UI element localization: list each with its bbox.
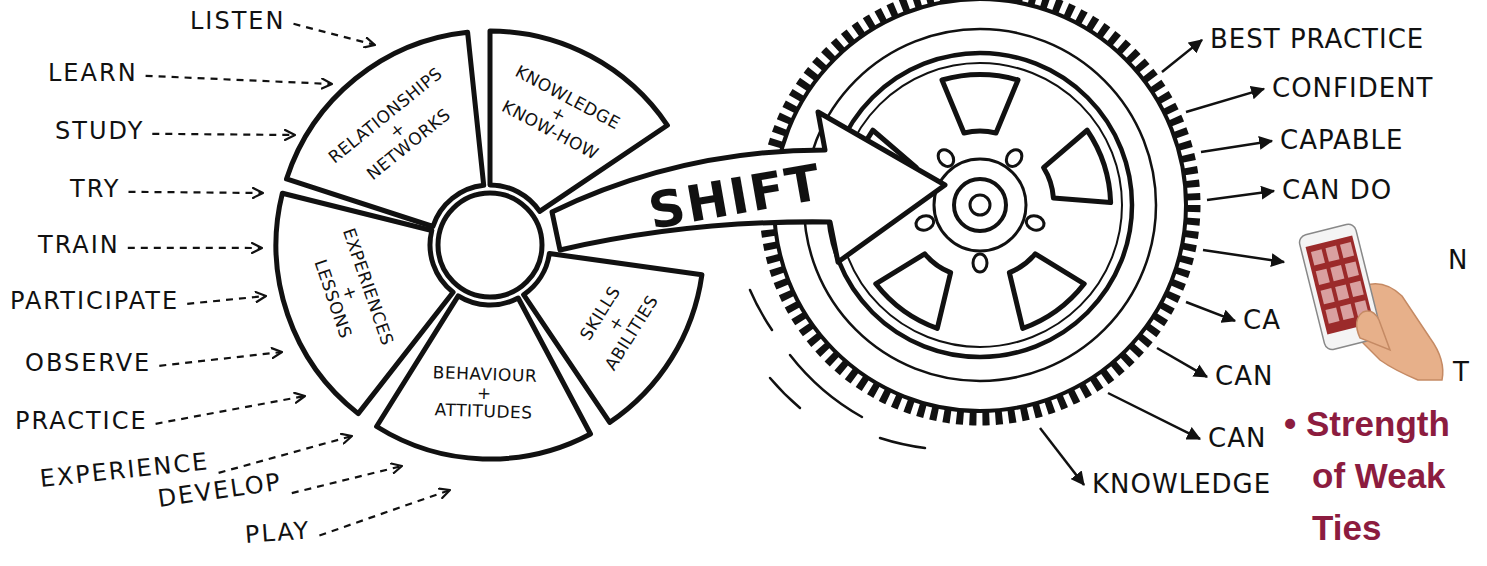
node-outline-path [377,296,591,459]
phone-in-hand-part-part [1350,281,1364,297]
phone-in-hand [1298,223,1443,380]
phone-in-hand-part-part [1330,265,1344,281]
segment-label: BEHAVIOUR + ATTITUDES [431,363,537,423]
rim-windows-part [1037,129,1116,219]
output-arrows [1040,40,1284,485]
action-verb: TRAIN [38,232,120,260]
phone-in-hand-part-part [1345,261,1359,277]
action-verb: PARTICIPATE [10,288,179,316]
output-arrows-part [1108,393,1200,439]
output-arrows-part [1207,191,1274,200]
node-outline-path [552,112,945,262]
phone-in-hand-part-part [1340,242,1354,258]
overlay-caption: • Strength of Weak Ties [1284,398,1484,554]
action-verb: LEARN [48,60,138,88]
node-text: BEHAVIOUR + ATTITUDES [431,363,537,423]
input-arrows-part [292,466,402,493]
outcome-label: KNOWLEDGE [1092,470,1271,500]
phone-in-hand-part [1357,311,1390,350]
phone-in-hand-part-part [1321,288,1335,304]
input-arrows-part [219,436,352,473]
lug-holes-part [1024,213,1045,232]
lug-holes-part [914,213,935,232]
input-arrows-part [156,396,305,424]
outcome-label: BEST PRACTICE [1210,25,1424,55]
motion-lines-part [880,438,925,448]
shift-arrow: SHIFT [548,106,952,270]
outcome-label: CAN [1215,362,1273,392]
motion-lines [750,290,925,448]
tyre-wheel-part [934,159,1026,251]
outcome-label: CONFIDENT [1272,74,1433,104]
rim-windows-part [873,241,969,333]
output-arrows-part [1157,348,1207,377]
input-arrows-part [146,76,332,84]
motion-lines-part [770,378,800,408]
action-verb: LISTEN [190,8,285,36]
input-arrows-part [152,134,295,135]
tyre-wheel-part [954,179,1006,231]
input-arrows-part [129,192,264,193]
action-verb: STUDY [55,118,144,146]
rim-windows-part [942,75,1018,134]
phone-in-hand-part-part [1340,304,1354,320]
outcome-label: CAN DO [1282,176,1392,206]
rim-windows-part [992,241,1088,333]
action-verb: TRY [70,176,120,204]
lug-holes-part [935,147,957,170]
lug-holes-part [973,254,987,272]
output-arrows-part [1186,302,1235,321]
wheel-segment: BEHAVIOUR + ATTITUDES [371,290,596,464]
input-arrows-part [187,296,266,304]
motion-lines-part [750,290,772,330]
input-arrows-part [128,247,262,249]
lug-holes [914,147,1046,272]
phone-in-hand-part-part [1311,249,1325,265]
output-arrows-part [1201,141,1272,152]
phone-in-hand-part-part [1335,284,1349,300]
input-arrows-part [159,352,282,366]
outcome-label: T [1453,358,1470,388]
outcome-label: CA [1243,306,1281,336]
outcome-label: CAPABLE [1280,126,1404,156]
tyre-wheel-part [970,195,990,215]
input-arrows-part [319,490,450,536]
output-arrows-part [1040,428,1084,485]
action-verb: PRACTICE [15,408,148,436]
action-verb: OBSERVE [25,350,151,378]
output-arrows-part [1203,250,1284,262]
phone-in-hand-part-part [1316,269,1330,285]
node-outline-path [287,32,484,226]
input-arrows-part [294,24,376,45]
action-verb: PLAY [244,517,311,549]
phone-in-hand-part-part [1325,307,1339,323]
lug-holes-part [1003,147,1025,170]
output-arrows-part [1186,89,1264,112]
segment-hub [438,193,542,297]
outcome-label: N [1448,246,1468,276]
phone-in-hand-part-part [1325,246,1339,262]
output-arrows-part [1162,40,1202,72]
outcome-label: CAN [1208,424,1266,454]
